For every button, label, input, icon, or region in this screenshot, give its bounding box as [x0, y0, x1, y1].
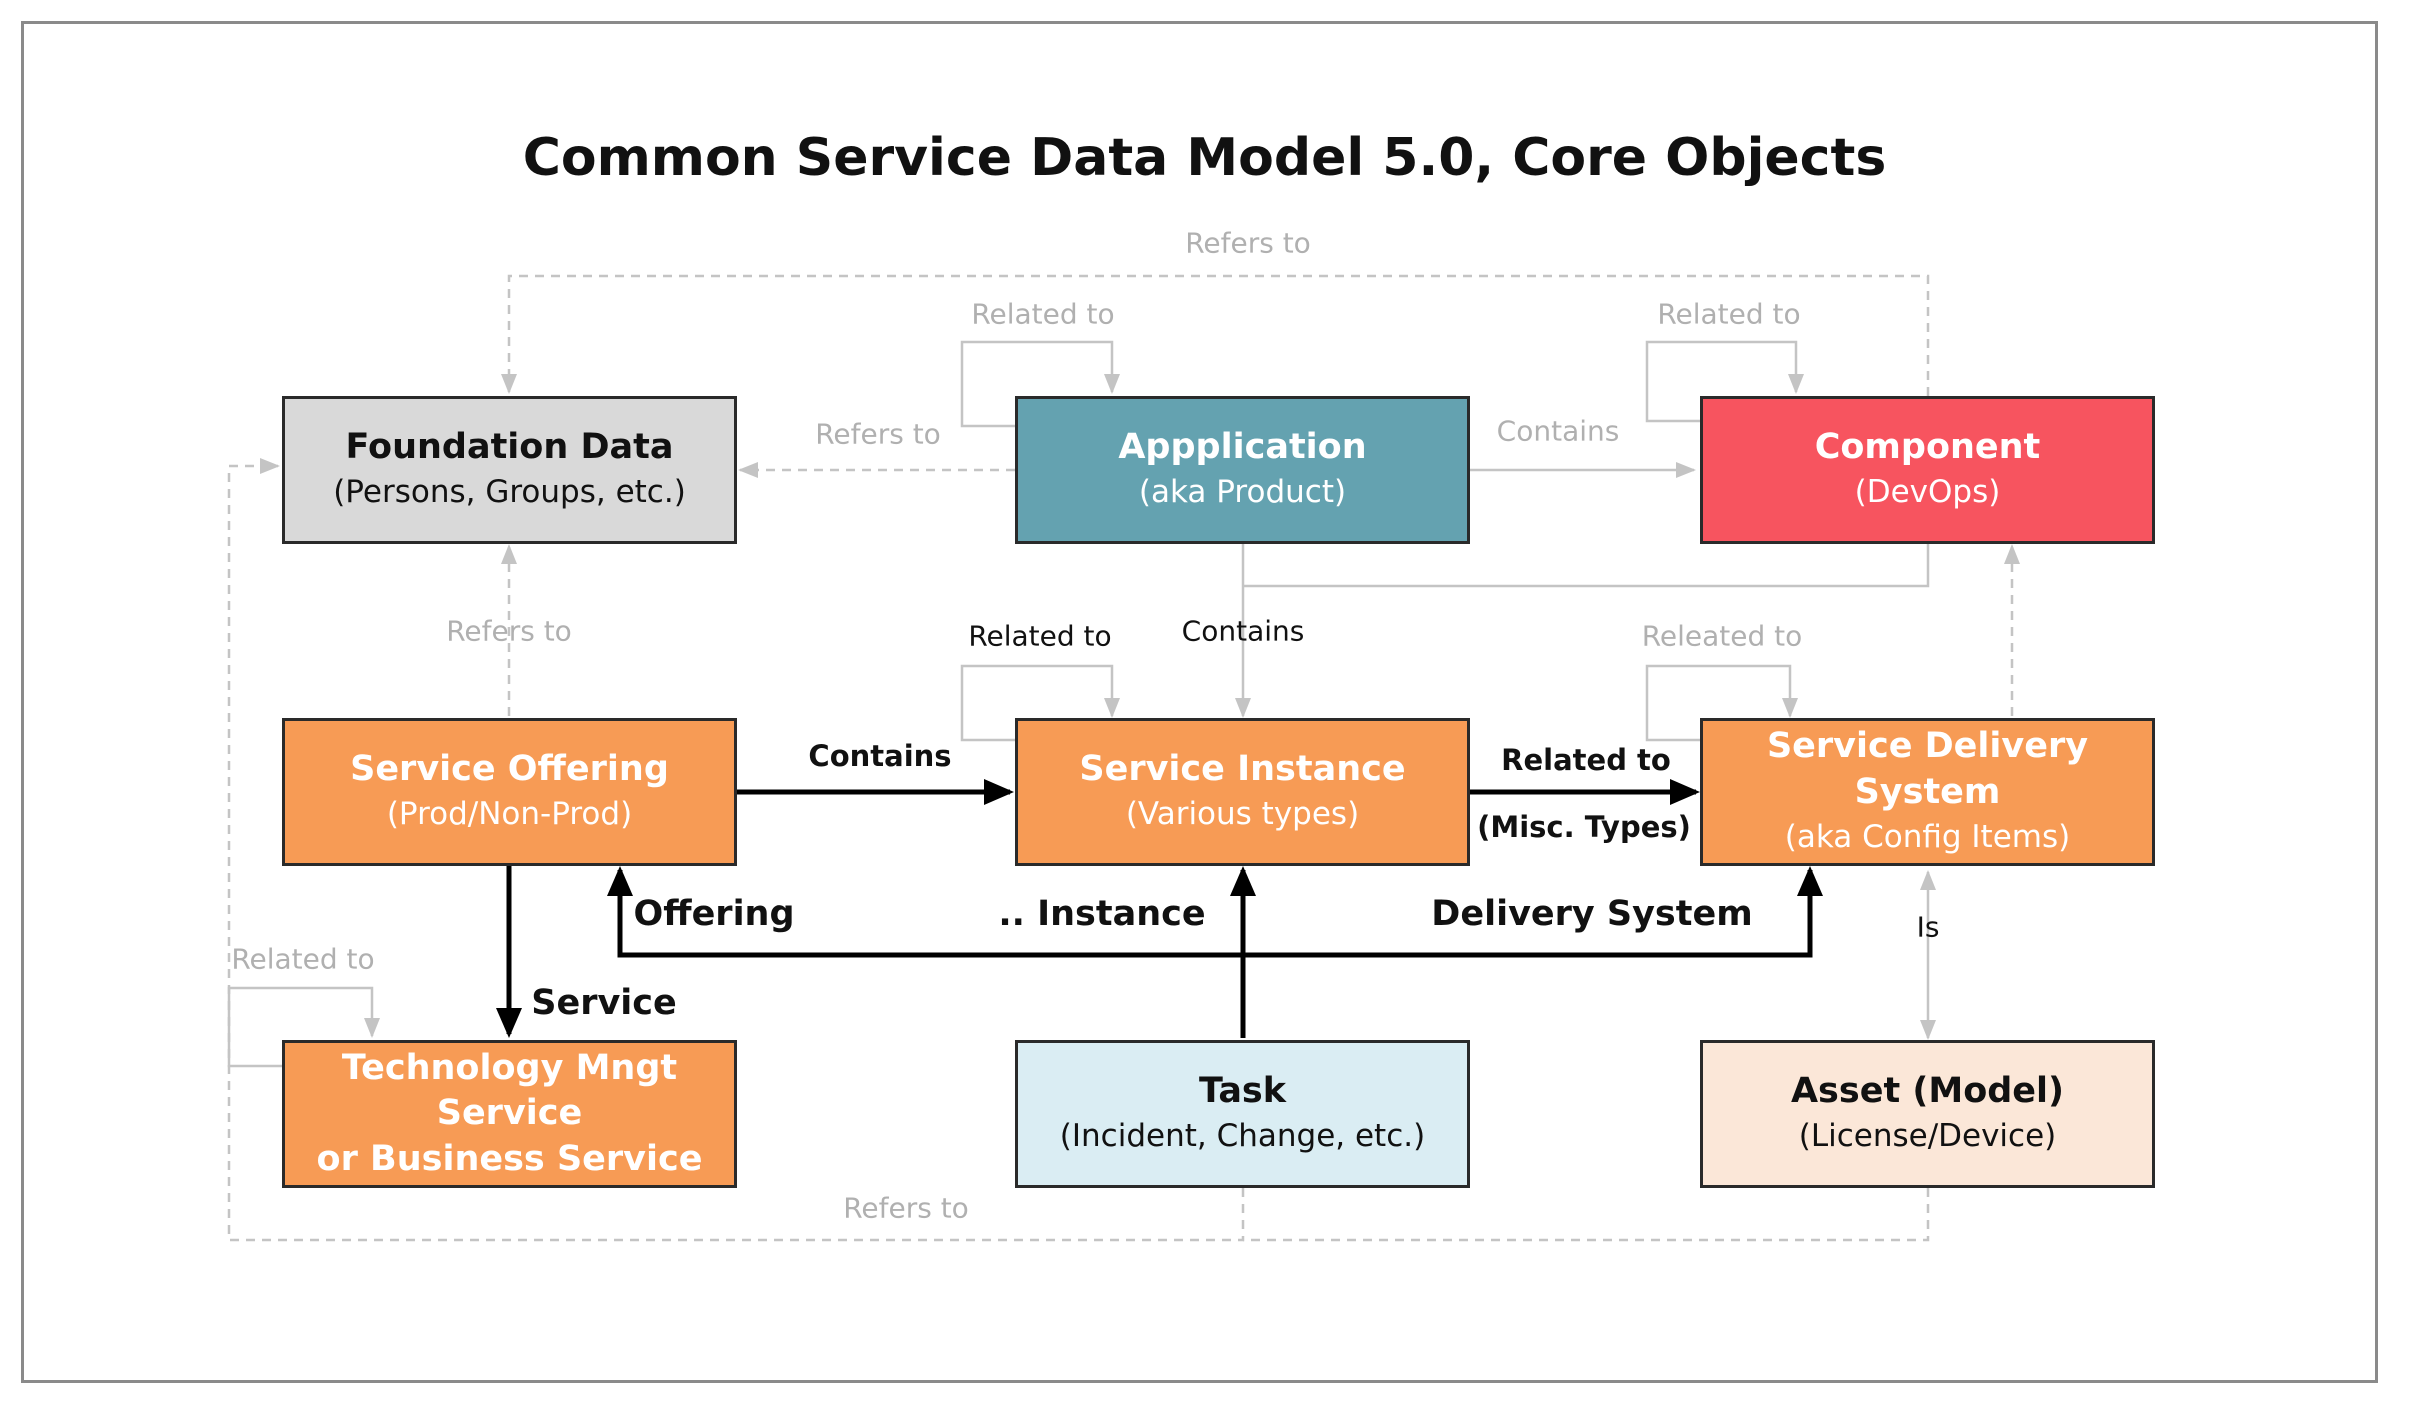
node-technology-service-subtitle: or Business Service [316, 1138, 703, 1179]
label-component-related: Related to [1657, 297, 1801, 331]
node-service-offering[interactable]: Service Offering (Prod/Non-Prod) [282, 718, 737, 866]
label-offering-contains: Contains [808, 739, 952, 773]
label-instance: .. Instance [998, 894, 1206, 934]
label-offering: Offering [633, 894, 795, 934]
link-component-refers-foundation [501, 274, 1930, 396]
label-refers-bottom: Refers to [843, 1191, 969, 1225]
link-sds-self-related [1645, 664, 1798, 742]
link-task-offering [607, 866, 1243, 958]
node-foundation-title: Foundation Data [345, 426, 674, 467]
node-foundation-subtitle: (Persons, Groups, etc.) [333, 474, 686, 511]
link-component-to-instance-line [1243, 543, 1930, 588]
node-task[interactable]: Task (Incident, Change, etc.) [1015, 1040, 1470, 1188]
node-asset-title: Asset (Model) [1790, 1070, 2065, 1111]
node-asset-model[interactable]: Asset (Model) (License/Device) [1700, 1040, 2155, 1188]
node-service-instance-title: Service Instance [1079, 748, 1406, 789]
node-service-offering-title: Service Offering [350, 748, 669, 789]
label-offering-refers: Refers to [446, 614, 572, 648]
label-application-contains-instance: Contains [1181, 614, 1305, 648]
label-application-refers-foundation: Refers to [815, 417, 941, 451]
node-application-title: Appplication [1118, 426, 1367, 467]
label-is: Is [1916, 910, 1940, 944]
node-component-title: Component [1814, 426, 2041, 467]
label-application-related: Related to [971, 297, 1115, 331]
link-component-self-related [1645, 340, 1804, 423]
label-refers-top: Refers to [1185, 226, 1311, 260]
link-instance-self-related [960, 664, 1120, 742]
node-foundation-data[interactable]: Foundation Data (Persons, Groups, etc.) [282, 396, 737, 544]
link-task-delivery-system [1243, 866, 1823, 958]
node-application-subtitle: (aka Product) [1138, 474, 1347, 511]
label-application-contains-component: Contains [1496, 414, 1620, 448]
link-application-self-related [960, 340, 1120, 428]
node-component-subtitle: (DevOps) [1854, 474, 2001, 511]
node-task-subtitle: (Incident, Change, etc.) [1059, 1118, 1426, 1155]
node-task-title: Task [1198, 1070, 1287, 1111]
node-asset-subtitle: (License/Device) [1798, 1118, 2057, 1155]
node-component[interactable]: Component (DevOps) [1700, 396, 2155, 544]
label-instance-related: Related to [968, 619, 1112, 653]
node-technology-service[interactable]: Technology Mngt Service or Business Serv… [282, 1040, 737, 1188]
label-service: Service [531, 983, 677, 1023]
diagram-title: Common Service Data Model 5.0, Core Obje… [522, 128, 1887, 188]
label-tech-related: Related to [231, 942, 375, 976]
node-service-delivery-system[interactable]: Service Delivery System (aka Config Item… [1700, 718, 2155, 866]
node-application[interactable]: Appplication (aka Product) [1015, 396, 1470, 544]
node-service-instance-subtitle: (Various types) [1125, 796, 1360, 833]
label-instance-related-sds: Related to [1501, 743, 1671, 777]
node-service-delivery-title: Service Delivery System [1766, 726, 2089, 812]
node-technology-service-title: Technology Mngt Service [341, 1047, 678, 1134]
node-service-instance[interactable]: Service Instance (Various types) [1015, 718, 1470, 866]
link-bottom-refers-foundation [227, 458, 1245, 1242]
node-service-delivery-subtitle: (aka Config Items) [1784, 819, 2071, 856]
link-asset-bottom-refers [1243, 1188, 1930, 1242]
label-misc-types: (Misc. Types) [1477, 810, 1691, 844]
label-delivery-system: Delivery System [1431, 894, 1753, 934]
node-service-offering-subtitle: (Prod/Non-Prod) [386, 796, 633, 833]
label-sds-releated: Releated to [1641, 619, 1803, 653]
